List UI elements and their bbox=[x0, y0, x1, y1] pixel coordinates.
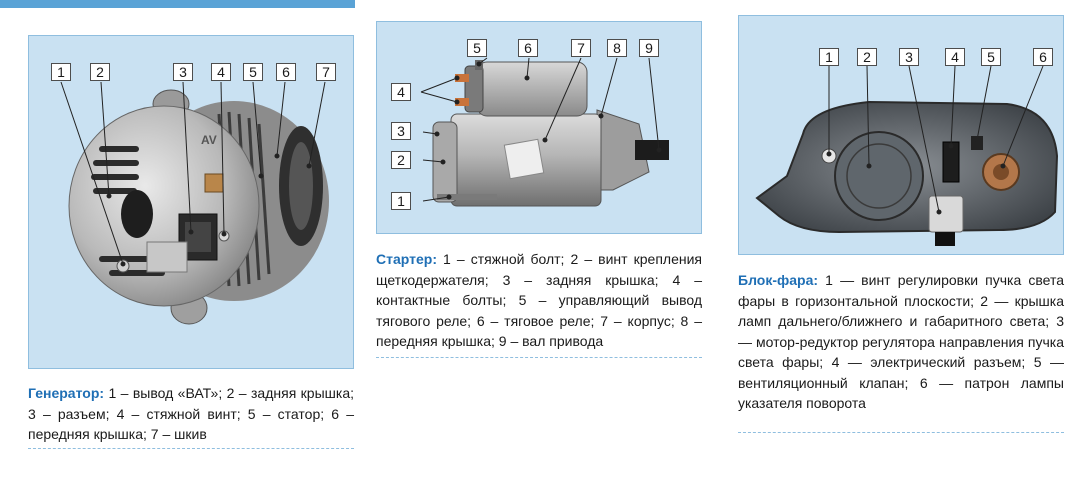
generator-label-1: 1 bbox=[51, 63, 71, 81]
generator-caption: Генератор: 1 – вывод «ВАТ»; 2 – задняя к… bbox=[28, 383, 354, 445]
headlight-caption: Блок-фара: 1 — винт регулировки пучка св… bbox=[738, 270, 1064, 414]
generator-label-7: 7 bbox=[316, 63, 336, 81]
headlight-leader-lines bbox=[826, 65, 1044, 215]
generator-caption-text: 1 – вывод «ВАТ»; 2 – задняя крышка; 3 – … bbox=[28, 385, 354, 442]
starter-leader-lines bbox=[420, 57, 662, 202]
generator-label-2: 2 bbox=[90, 63, 110, 81]
starter-label-9: 9 bbox=[639, 39, 659, 57]
starter-caption-text: 1 – стяжной болт; 2 – винт крепления щет… bbox=[376, 251, 702, 349]
contact-bolt-1 bbox=[455, 74, 469, 82]
brass-terminal bbox=[204, 173, 224, 193]
headlight-label-2: 2 bbox=[857, 48, 877, 66]
headlight-caption-rule bbox=[738, 432, 1064, 433]
generator-caption-rule bbox=[28, 448, 354, 449]
starter-label-8: 8 bbox=[607, 39, 627, 57]
lamp-cover bbox=[834, 131, 924, 221]
starter-label-3: 3 bbox=[391, 122, 411, 140]
vent-valve bbox=[971, 136, 983, 150]
generator-label-6: 6 bbox=[276, 63, 296, 81]
generator-label-4: 4 bbox=[211, 63, 231, 81]
generator-label-3: 3 bbox=[173, 63, 193, 81]
starter-illustration bbox=[420, 57, 669, 207]
starter-label-5: 5 bbox=[467, 39, 487, 57]
generator-leader-lines bbox=[60, 81, 326, 267]
starter-caption-rule bbox=[376, 357, 702, 358]
headlight-label-1: 1 bbox=[819, 48, 839, 66]
headlight-label-5: 5 bbox=[981, 48, 1001, 66]
starter-caption-title: Стартер: bbox=[376, 251, 437, 267]
contact-bolt-2 bbox=[455, 98, 469, 106]
starter-label-1: 1 bbox=[391, 192, 411, 210]
starter-caption: Стартер: 1 – стяжной болт; 2 – винт креп… bbox=[376, 249, 702, 352]
rear-cover bbox=[68, 105, 260, 307]
starter-label-2: 2 bbox=[391, 151, 411, 169]
generator-label-5: 5 bbox=[243, 63, 263, 81]
starter-label-4: 4 bbox=[391, 83, 411, 101]
starter-label-7: 7 bbox=[571, 39, 591, 57]
starter-label-6: 6 bbox=[518, 39, 538, 57]
headlight-caption-text: 1 — винт регулировки пучка света фары в … bbox=[738, 272, 1065, 411]
through-bolt bbox=[437, 194, 497, 200]
headlight-label-3: 3 bbox=[899, 48, 919, 66]
generator-figure: AV 1 2 3 4 5 6 7 bbox=[28, 35, 354, 369]
headlight-caption-title: Блок-фара: bbox=[738, 272, 819, 288]
part-label-sticker bbox=[503, 138, 545, 180]
accent-bar bbox=[0, 0, 355, 8]
headlight-illustration bbox=[755, 65, 1059, 246]
motor-reducer bbox=[928, 195, 964, 233]
housing-marking: AV bbox=[201, 133, 217, 147]
generator-caption-title: Генератор: bbox=[28, 385, 105, 401]
headlight-label-6: 6 bbox=[1033, 48, 1053, 66]
vent-slots bbox=[91, 146, 165, 276]
regulator bbox=[146, 241, 188, 273]
generator-illustration: AV bbox=[60, 81, 329, 325]
drive-shaft bbox=[635, 140, 669, 160]
bearing-cap bbox=[121, 190, 153, 238]
headlight-label-4: 4 bbox=[945, 48, 965, 66]
traction-relay bbox=[476, 61, 588, 117]
starter-figure: 5 6 7 8 9 4 3 2 1 bbox=[376, 21, 702, 234]
headlight-figure: 1 2 3 4 5 6 bbox=[738, 15, 1064, 255]
